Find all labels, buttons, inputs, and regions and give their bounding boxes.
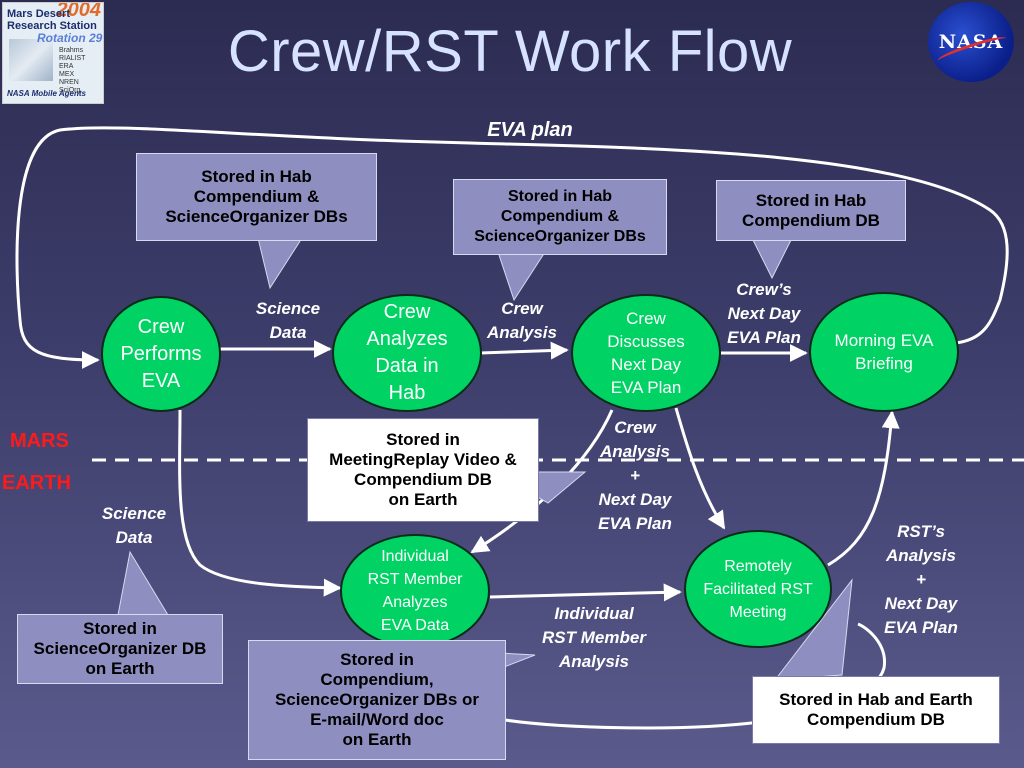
label-individual-rst-analysis: Individual RST Member Analysis: [542, 604, 646, 671]
storage-box-hab-compendium-scienceorg-1: Stored in Hab Compendium & ScienceOrgani…: [136, 153, 377, 241]
node-morning-eva-briefing: Morning EVA Briefing: [809, 292, 959, 412]
node-crew-performs-eva: Crew Performs EVA: [101, 296, 221, 412]
arrow-individual-analysis: [489, 583, 682, 602]
logo-line1: Mars Desert: [7, 8, 70, 20]
nasa-logo: NASA: [928, 2, 1014, 82]
logo-rotation: Rotation 29: [37, 31, 103, 45]
storage-box-scienceorg-earth: Stored in ScienceOrganizer DB on Earth: [17, 614, 223, 684]
logo-partner: RIALIST: [59, 55, 86, 62]
node-label: Crew Performs EVA: [120, 315, 202, 392]
logo-partners: Brahms RIALIST ERA MEX NREN SciOrg: [59, 47, 85, 95]
crew-photo-icon: [9, 39, 53, 81]
logo-line2: Research Station: [7, 20, 97, 32]
storage-box-hab-earth-compendium: Stored in Hab and Earth Compendium DB: [752, 676, 1000, 744]
logo-partner: Brahms: [59, 47, 84, 54]
storage-box-compendium-email: Stored in Compendium, ScienceOrganizer D…: [248, 640, 506, 760]
node-rst-meeting: Remotely Facilitated RST Meeting: [684, 530, 832, 648]
storage-box-hab-compendium-scienceorg-2: Stored in Hab Compendium & ScienceOrgani…: [453, 179, 667, 255]
callout-pointer-b2: [497, 251, 546, 302]
logo-partner: MEX: [59, 71, 75, 78]
label-crew-analysis-next-day: Crew Analysis + Next Day EVA Plan: [598, 418, 672, 533]
node-label: Remotely Facilitated RST Meeting: [703, 557, 813, 621]
arrow-crew-analysis: [479, 341, 569, 360]
logo-footer: NASA Mobile Agents: [7, 89, 86, 98]
node-label: Crew Discusses Next Day EVA Plan: [607, 309, 685, 397]
label-science-data: Science Data: [255, 299, 321, 342]
arrow-to-rst-meeting: [674, 407, 726, 530]
label-science-data-earth: Science Data: [101, 504, 167, 547]
storage-box-hab-compendium: Stored in Hab Compendium DB: [716, 180, 906, 241]
callout-pointer-b5: [117, 550, 169, 616]
eva-plan-loop: [15, 126, 1009, 369]
node-crew-discusses-plan: Crew Discusses Next Day EVA Plan: [571, 294, 721, 412]
label-crew-analysis: Crew Analysis: [487, 299, 557, 342]
arrow-rst-analysis: [827, 410, 900, 567]
page-title: Crew/RST Work Flow: [227, 19, 793, 84]
region-earth: EARTH: [2, 472, 71, 494]
node-label: Crew Analyzes Data in Hab: [366, 301, 448, 404]
storage-box-meetingreplay: Stored in MeetingReplay Video & Compendi…: [307, 418, 539, 522]
label-eva-plan: EVA plan: [487, 119, 573, 141]
node-rst-individual-analyzes: Individual RST Member Analyzes EVA Data: [340, 534, 490, 648]
label-crews-next-day: Crew’s Next Day EVA Plan: [727, 280, 801, 347]
node-crew-analyzes-data: Crew Analyzes Data in Hab: [332, 294, 482, 412]
logo-partner: NREN: [59, 79, 79, 86]
logo-partner: ERA: [59, 63, 74, 70]
label-rst-analysis: RST’s Analysis + Next Day EVA Plan: [884, 522, 958, 637]
arrow-science-data-earth: [178, 409, 342, 597]
logo-partner: SciOrg: [59, 87, 81, 94]
node-label: Morning EVA Briefing: [834, 331, 934, 373]
region-mars: MARS: [10, 430, 69, 452]
callout-pointer-b1: [257, 237, 303, 290]
callout-pointer-b3: [751, 237, 793, 280]
mdrs-logo: 2004 Mars Desert Research Station Rotati…: [2, 2, 104, 104]
node-label: Individual RST Member Analyzes EVA Data: [367, 548, 463, 634]
